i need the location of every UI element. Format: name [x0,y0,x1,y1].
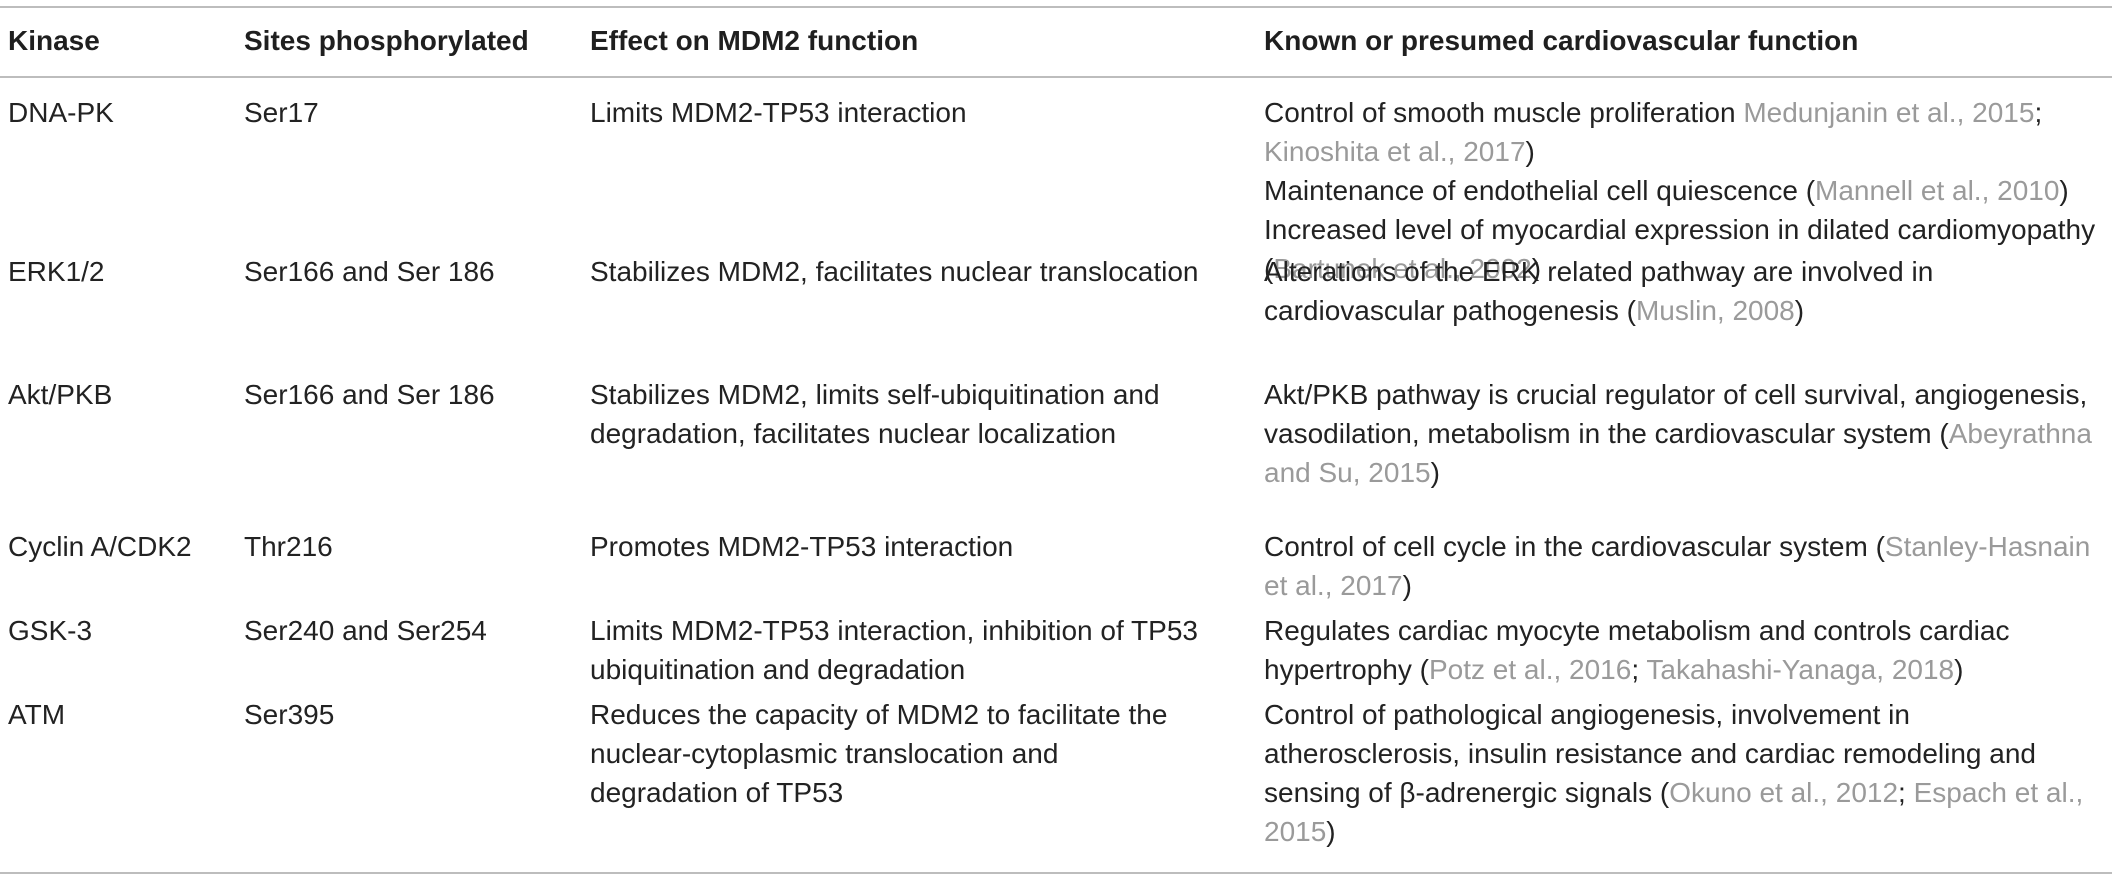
effect-line: Limits MDM2-TP53 interaction, inhibition… [590,615,1198,646]
table-bottom-rule [0,872,2112,874]
cardio-line: Akt/PKB pathway is crucial regulator of … [1264,375,2092,414]
header-sites: Sites phosphorylated [244,25,529,56]
effect-line: Limits MDM2-TP53 interaction [590,97,967,128]
citation-link: Takahashi-Yanaga, 2018 [1646,654,1955,685]
cardio-cell: Control of pathological angiogenesis, in… [1264,695,2083,851]
cardio-line: cardiovascular pathogenesis (Muslin, 200… [1264,291,1933,330]
cardio-line: Maintenance of endothelial cell quiescen… [1264,171,2095,210]
citation-link: Muslin, 2008 [1635,295,1795,326]
citation-link: Medunjanin et al., 2015 [1743,97,2035,128]
cardio-line: 2015) [1264,812,2083,851]
kinase-cell: GSK-3 [8,615,93,646]
citation-link: 2015 [1264,816,1327,847]
cardio-line: atherosclerosis, insulin resistance and … [1264,734,2083,773]
effect-cell: Limits MDM2-TP53 interaction [590,93,967,132]
citation-link: Stanley-Hasnain [1884,531,2091,562]
sites-cell: Ser395 [244,699,335,730]
sites-cell: Ser166 and Ser 186 [244,256,495,287]
citation-link: et al., 2017 [1264,570,1403,601]
effect-line: Stabilizes MDM2, limits self-ubiquitinat… [590,379,1160,410]
cardio-cell: Control of smooth muscle proliferation M… [1264,93,2095,288]
table-top-rule [0,6,2112,8]
citation-link: Abeyrathna [1948,418,2092,449]
effect-cell: Promotes MDM2-TP53 interaction [590,527,1013,566]
effect-line: nuclear-cytoplasmic translocation and [590,738,1059,769]
cardio-line: Kinoshita et al., 2017) [1264,132,2095,171]
kinase-cell: ERK1/2 [8,256,105,287]
cardio-text: Control of cell cycle in the cardiovascu… [1264,531,1885,562]
cardio-text: Increased level of myocardial expression… [1264,214,2096,245]
effect-cell: Reduces the capacity of MDM2 to facilita… [590,695,1167,812]
cardio-cell: Regulates cardiac myocyte metabolism and… [1264,611,2009,689]
cardio-text: ) [1402,570,1412,601]
kinase-cell: ATM [8,699,66,730]
cardio-line: Regulates cardiac myocyte metabolism and… [1264,611,2009,650]
cardio-text: Control of smooth muscle proliferation [1264,97,1744,128]
cardio-text: ) [1531,253,1542,284]
citation-link: Kinoshita et al., 2017 [1264,136,1526,167]
cardio-line: and Su, 2015) [1264,453,2092,492]
cardio-text: ) [1430,457,1440,488]
cardio-line: et al., 2017) [1264,566,2090,605]
cardio-text: Regulates cardiac myocyte metabolism and… [1264,615,2010,646]
cardio-line: Control of smooth muscle proliferation M… [1264,93,2095,132]
sites-cell: Thr216 [244,531,333,562]
cardio-cell: Akt/PKB pathway is crucial regulator of … [1264,375,2092,492]
effect-line: Stabilizes MDM2, facilitates nuclear tra… [590,256,1199,287]
cardio-text: hypertrophy ( [1264,654,1429,685]
effect-line: degradation, facilitates nuclear localiz… [590,418,1117,449]
cardio-line: hypertrophy (Potz et al., 2016; Takahash… [1264,650,2009,689]
header-cardio: Known or presumed cardiovascular functio… [1264,25,1859,56]
cardio-line: Control of cell cycle in the cardiovascu… [1264,527,2090,566]
effect-cell: Limits MDM2-TP53 interaction, inhibition… [590,611,1198,689]
citation-link: and Su, 2015 [1264,457,1431,488]
cardio-text: ) [1525,136,1535,167]
citation-link: Bartunek et al., 2002 [1273,253,1532,284]
cardio-text: cardiovascular pathogenesis ( [1264,295,1636,326]
sites-cell: Ser17 [244,97,319,128]
kinase-cell: Cyclin A/CDK2 [8,531,192,562]
cardio-cell: Control of cell cycle in the cardiovascu… [1264,527,2090,605]
cardio-line: (Bartunek et al., 2002) [1264,249,2095,288]
kinase-cell: Akt/PKB [8,379,113,410]
effect-line: degradation of TP53 [590,777,844,808]
effect-cell: Stabilizes MDM2, facilitates nuclear tra… [590,252,1198,291]
sites-cell: Ser240 and Ser254 [244,615,487,646]
cardio-text: ( [1264,253,1274,284]
citation-separator: ; [2034,97,2043,128]
effect-line: Promotes MDM2-TP53 interaction [590,531,1014,562]
cardio-text: Akt/PKB pathway is crucial regulator of … [1264,379,2088,410]
effect-cell: Stabilizes MDM2, limits self-ubiquitinat… [590,375,1160,453]
header-effect: Effect on MDM2 function [590,25,919,56]
cardio-text: ) [2059,175,2069,206]
citation-link: Okuno et al., 2012 [1669,777,1899,808]
header-kinase: Kinase [8,25,100,56]
kinase-cell: DNA-PK [8,97,114,128]
table-header-rule [0,76,2112,78]
cardio-text: Maintenance of endothelial cell quiescen… [1264,175,1816,206]
cardio-text: ) [1954,654,1964,685]
cardio-text: ) [1326,816,1336,847]
citation-separator: ; [1631,654,1647,685]
cardio-text: atherosclerosis, insulin resistance and … [1264,738,2036,769]
effect-line: ubiquitination and degradation [590,654,966,685]
citation-link: Potz et al., 2016 [1428,654,1632,685]
cardio-text: Alterations of the ERK related pathway a… [1264,256,1934,287]
citation-link: Mannell et al., 2010 [1815,175,2060,206]
cardio-text: sensing of β-adrenergic signals ( [1264,777,1670,808]
cardio-text: Control of pathological angiogenesis, in… [1264,699,1910,730]
effect-line: Reduces the capacity of MDM2 to facilita… [590,699,1168,730]
cardio-text: vasodilation, metabolism in the cardiova… [1264,418,1949,449]
citation-separator: ; [1898,777,1914,808]
sites-cell: Ser166 and Ser 186 [244,379,495,410]
cardio-line: Control of pathological angiogenesis, in… [1264,695,2083,734]
citation-link: Espach et al., [1913,777,2084,808]
cardio-line: Alterations of the ERK related pathway a… [1264,252,1933,291]
cardio-line: sensing of β-adrenergic signals (Okuno e… [1264,773,2083,812]
cardio-line: Increased level of myocardial expression… [1264,210,2095,249]
cardio-text: ) [1794,295,1805,326]
cardio-line: vasodilation, metabolism in the cardiova… [1264,414,2092,453]
cardio-cell: Alterations of the ERK related pathway a… [1264,252,1933,330]
